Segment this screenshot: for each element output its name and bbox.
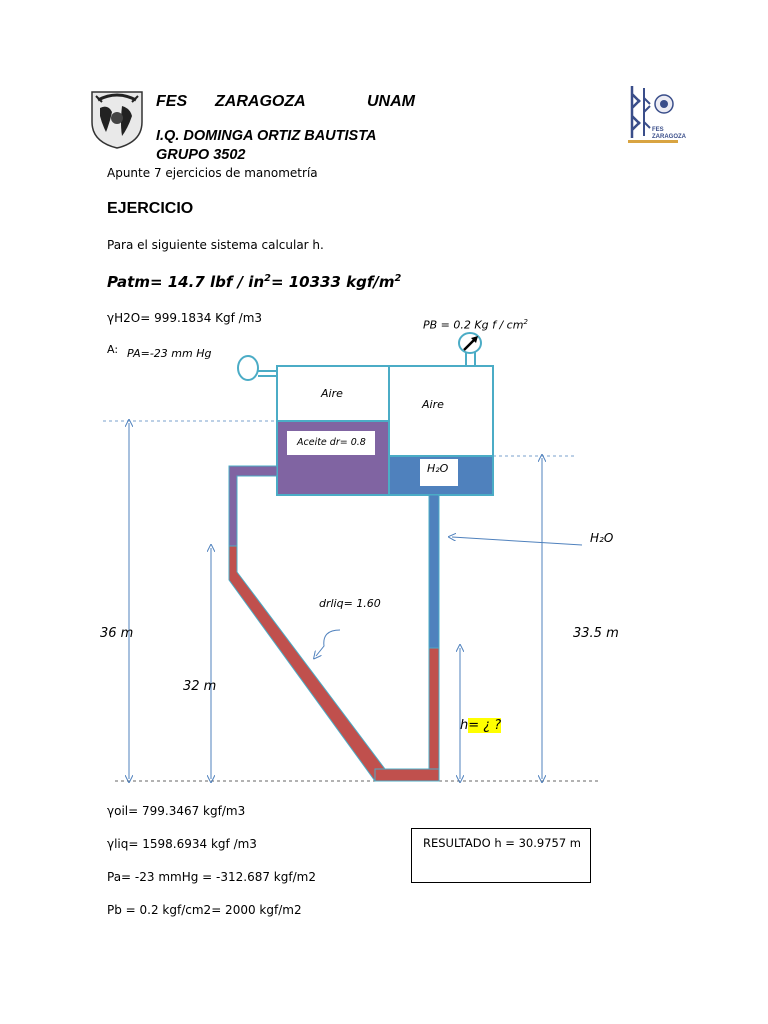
patm-equation: Patm= 14.7 lbf / in2= 10333 kgf/m2: [107, 273, 402, 291]
oil-label: Aceite dr= 0.8: [297, 437, 366, 448]
left-tank-air: [276, 365, 390, 422]
fes-logo-text: FES ZARAGOZA: [652, 127, 686, 140]
liquid-pipe-slanted: [228, 545, 386, 782]
pa-value: Pa= -23 mmHg = -312.687 kgf/m2: [107, 870, 316, 884]
dim-335-label: 33.5 m: [573, 626, 619, 641]
dim-32-label: 32 m: [183, 679, 217, 694]
exercise-heading: EJERCICIO: [107, 200, 194, 217]
oil-pipe: [228, 465, 278, 547]
result-box: RESULTADO h = 30.9757 m: [411, 828, 591, 883]
liquid-pipe-bottom: [374, 768, 440, 782]
liquid-pipe-vertical: [428, 647, 440, 770]
drliq-pointer-arrow: [316, 629, 341, 656]
oil-label-box: [287, 431, 375, 455]
dim-36-label: 36 m: [100, 626, 134, 641]
h2o-pointer-arrow: [452, 537, 583, 546]
drliq-label: drliq= 1.60: [319, 597, 381, 610]
university-name: UNAM: [367, 93, 415, 110]
air-right-label: Aire: [422, 398, 444, 411]
result-text: RESULTADO h = 30.9757 m: [423, 836, 582, 850]
water-label-box: [420, 459, 458, 486]
air-left-label: Aire: [321, 387, 343, 400]
gauge-a-icon: [237, 355, 259, 381]
water-pipe-vertical: [428, 494, 440, 649]
h-unknown-label: h= ¿ ?: [460, 718, 502, 733]
exercise-prompt: Para el siguiente sistema calcular h.: [107, 238, 324, 252]
gamma-oil: γoil= 799.3467 kgf/m3: [107, 804, 246, 818]
water-tank-label: H₂O: [427, 462, 449, 475]
campus-name: ZARAGOZA: [215, 93, 306, 110]
unam-logo: [91, 91, 143, 149]
school-name: FES: [156, 93, 188, 110]
water-arrow-label: H₂O: [590, 531, 614, 545]
pb-label: PB = 0.2 Kg f / cm2: [423, 317, 528, 332]
pb-value: Pb = 0.2 kgf/cm2= 2000 kgf/m2: [107, 903, 302, 917]
gamma-h2o: γH2O= 999.1834 Kgf /m3: [107, 311, 263, 325]
right-tank-air: [388, 365, 494, 457]
document-subtitle: Apunte 7 ejercicios de manometría: [107, 166, 318, 180]
pa-prefix: A:: [107, 343, 119, 356]
gamma-liq: γliq= 1598.6934 kgf /m3: [107, 837, 257, 851]
group-name: GRUPO 3502: [156, 147, 246, 163]
pa-label: PA=-23 mm Hg: [127, 347, 212, 360]
teacher-name: I.Q. DOMINGA ORTIZ BAUTISTA: [156, 128, 377, 144]
fes-zaragoza-logo: [628, 86, 678, 143]
